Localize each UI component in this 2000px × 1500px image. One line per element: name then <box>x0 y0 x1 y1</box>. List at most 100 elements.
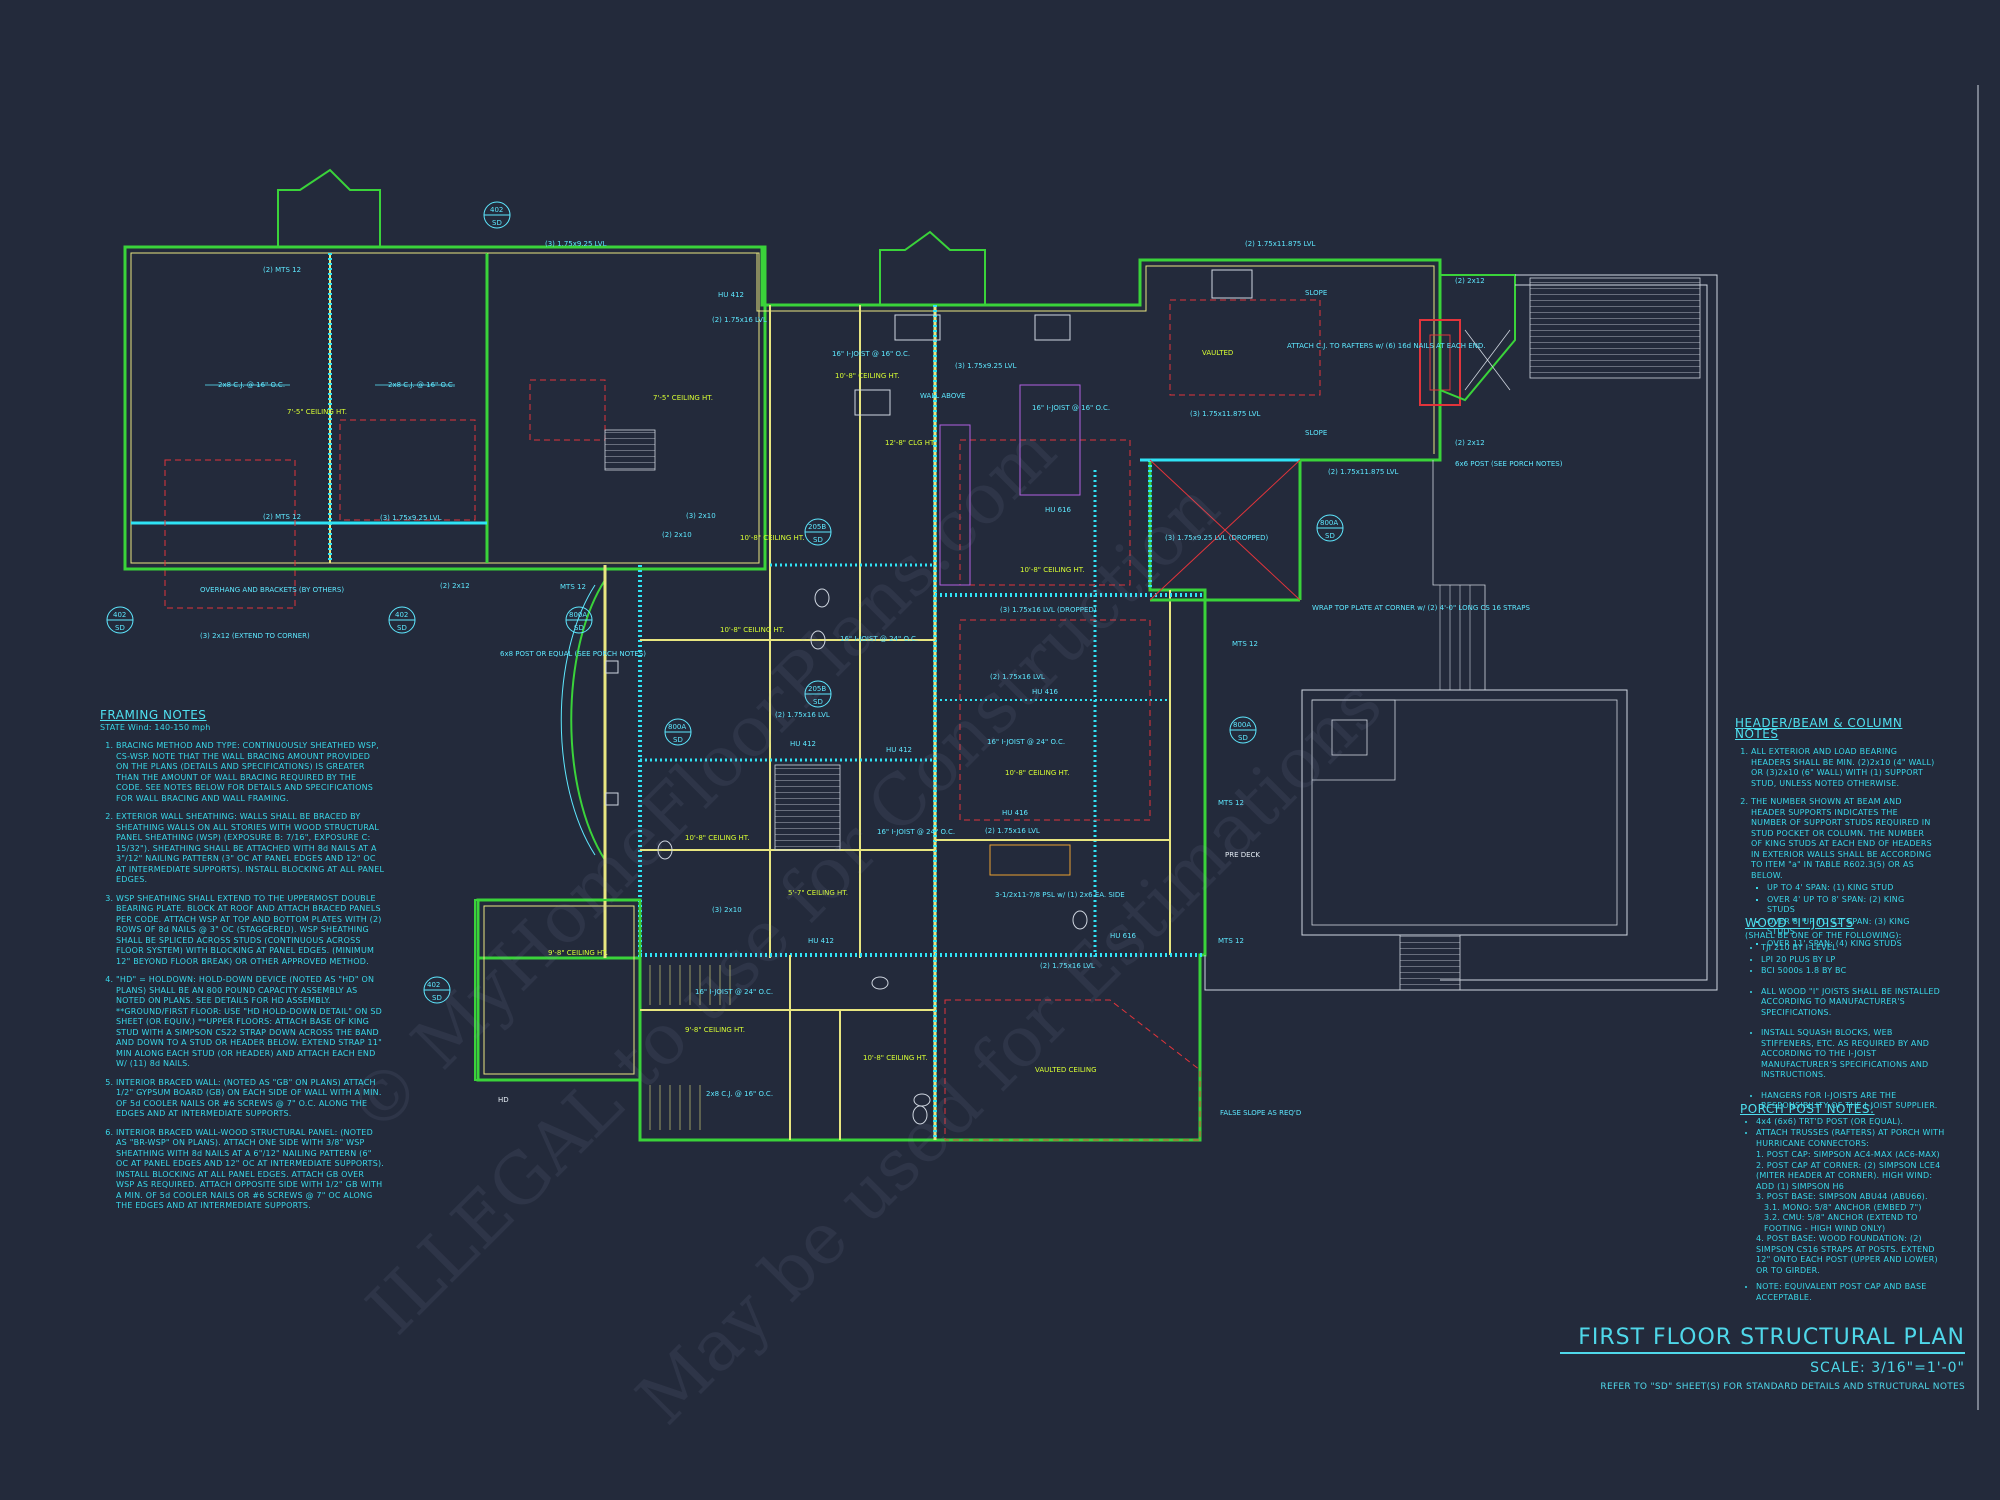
beam-label: (2) 1.75x16 LVL <box>1040 962 1095 970</box>
ceiling-label: 7'-5" CEILING HT. <box>653 394 713 402</box>
ceiling-label: 9'-8" CEILING HT. <box>548 949 608 957</box>
joist-option: BCI 5000s 1.8 BY BC <box>1761 966 1945 977</box>
hardware-label: HU 416 <box>1032 688 1059 696</box>
hardware-labels: (2) MTS 12 (2) MTS 12 HU 412 HU 616 HU 4… <box>263 266 1485 945</box>
joist-label: 16" I-JOIST @ 16" O.C. <box>1032 404 1110 412</box>
framing-notes-title: FRAMING NOTES <box>100 708 207 722</box>
ceiling-label: 10'-8" CEILING HT. <box>835 372 899 380</box>
porch-note: 4. POST BASE: WOOD FOUNDATION: (2) SIMPS… <box>1756 1234 1938 1275</box>
svg-text:800A: 800A <box>668 723 686 731</box>
hardware-label: MTS 12 <box>560 583 586 591</box>
beam-label: (3) 1.75x16 LVL (DROPPED) <box>1000 606 1097 614</box>
porch-note: 2. POST CAP AT CORNER: (2) SIMPSON LCE4 … <box>1756 1160 1941 1191</box>
svg-text:SD: SD <box>432 994 442 1002</box>
joist-label: 16" I-JOIST @ 24" O.C. <box>877 828 955 836</box>
svg-text:SD: SD <box>813 536 823 544</box>
ceiling-label: 10'-8" CEILING HT. <box>740 534 804 542</box>
joist-option: TJI 210 BY I-LEVEL <box>1761 943 1945 954</box>
porch-note: 1. POST CAP: SIMPSON AC4-MAX (AC6-MAX) <box>1756 1150 1940 1159</box>
hardware-label: MTS 12 <box>1232 640 1258 648</box>
ceiling-label: 10'-8" CEILING HT. <box>685 834 749 842</box>
ceiling-label: 12'-8" CLG HT. <box>885 439 936 447</box>
beam-label: (3) 1.75x9.25 LVL <box>380 514 442 522</box>
svg-text:SD: SD <box>813 698 823 706</box>
joist-labels: 2x8 C.J. @ 16" O.C. 2x8 C.J. @ 16" O.C. … <box>218 350 1110 1098</box>
beam-label: (2) 1.75x16 LVL <box>712 316 767 324</box>
span-rule: UP TO 4' SPAN: (1) KING STUD <box>1767 883 1935 894</box>
framing-note: INTERIOR BRACED WALL: (NOTED AS "GB" ON … <box>116 1078 385 1120</box>
callout: (3) 2x12 (EXTEND TO CORNER) <box>200 632 310 640</box>
beam-label: (3) 1.75x11.875 LVL <box>1190 410 1261 418</box>
callouts: OVERHANG AND BRACKETS (BY OTHERS) (3) 2x… <box>200 289 1563 1117</box>
header-note: ALL EXTERIOR AND LOAD BEARING HEADERS SH… <box>1751 747 1935 789</box>
porch-note: ATTACH TRUSSES (RAFTERS) AT PORCH WITH H… <box>1756 1128 1945 1149</box>
svg-text:402: 402 <box>490 206 503 214</box>
porch-post-notes: PORCH POST NOTES: 4x4 (6x6) TRT'D POST (… <box>1740 1102 1945 1304</box>
framing-note: EXTERIOR WALL SHEATHING: WALLS SHALL BE … <box>116 812 385 886</box>
beam-label: (2) 1.75x11.875 LVL <box>1328 468 1399 476</box>
ceiling-label: VAULTED <box>1202 349 1233 357</box>
ceiling-label: 10'-8" CEILING HT. <box>720 626 784 634</box>
joist-note: HANGERS FOR I-JOISTS ARE THE RESPONSIBIL… <box>1761 1091 1945 1112</box>
svg-text:402: 402 <box>427 981 440 989</box>
joist-label: 2x8 C.J. @ 16" O.C. <box>706 1090 773 1098</box>
svg-text:SD: SD <box>1238 734 1248 742</box>
framing-note: INTERIOR BRACED WALL-WOOD STRUCTURAL PAN… <box>116 1128 385 1212</box>
porch-note: 3.2. CMU: 5/8" ANCHOR (EXTEND TO FOOTING… <box>1764 1213 1918 1233</box>
callout: 6x8 POST OR EQUAL (SEE PORCH NOTES) <box>500 650 646 658</box>
hardware-label: HU 412 <box>808 937 834 945</box>
ceiling-label: 9'-8" CEILING HT. <box>685 1026 745 1034</box>
span-rule: OVER 11' SPAN: (4) KING STUDS <box>1767 939 1935 950</box>
svg-text:SD: SD <box>115 624 125 632</box>
svg-text:402: 402 <box>113 611 126 619</box>
svg-text:SD: SD <box>397 624 407 632</box>
framing-notes: FRAMING NOTES STATE Wind: 140-150 mph BR… <box>100 708 385 1220</box>
beam-label: (3) 1.75x9.25 LVL <box>545 240 607 248</box>
porch-note: 3.1. MONO: 5/8" ANCHOR (EMBED 7") <box>1764 1202 1922 1212</box>
ceiling-label: 7'-5" CEILING HT. <box>287 408 347 416</box>
framing-note: WSP SHEATHING SHALL EXTEND TO THE UPPERM… <box>116 894 385 968</box>
porch-notes-title: PORCH POST NOTES: <box>1740 1102 1875 1116</box>
sheet-scale: SCALE: 3/16"=1'-0" <box>1810 1360 1965 1376</box>
header-note: THE NUMBER SHOWN AT BEAM AND HEADER SUPP… <box>1751 797 1935 949</box>
svg-text:SD: SD <box>574 624 584 632</box>
porch-note: NOTE: EQUIVALENT POST CAP AND BASE ACCEP… <box>1756 1282 1945 1303</box>
beam-label: (2) 1.75x16 LVL <box>990 673 1045 681</box>
framing-notes-subtitle: STATE Wind: 140-150 mph <box>100 722 211 732</box>
beam-label: (3) 1.75x9.25 LVL <box>955 362 1017 370</box>
deck-and-pool <box>1204 85 1979 1410</box>
svg-text:SD: SD <box>1325 532 1335 540</box>
hardware-label: (3) 2x10 <box>712 906 742 914</box>
header-note-text: THE NUMBER SHOWN AT BEAM AND HEADER SUPP… <box>1751 797 1932 880</box>
hardware-label: (2) MTS 12 <box>263 266 301 274</box>
hardware-label: (2) MTS 12 <box>263 513 301 521</box>
ceiling-labels: 7'-5" CEILING HT. 7'-5" CEILING HT. 10'-… <box>287 349 1233 1074</box>
hardware-label: (2) 2x12 <box>1455 277 1485 285</box>
hardware-label: HU 416 <box>1002 809 1029 817</box>
joist-notes: WOOD "I" JOISTS (SHALL BE ONE OF THE FOL… <box>1745 917 1945 1113</box>
hardware-label: (2) 2x10 <box>662 531 692 539</box>
callout: SLOPE <box>1305 289 1327 297</box>
hardware-label: HU 616 <box>1110 932 1137 940</box>
hardware-label: MTS 12 <box>1218 799 1244 807</box>
beam-label: (2) 1.75x16 LVL <box>985 827 1040 835</box>
hardware-label: HU 412 <box>790 740 816 748</box>
svg-text:402: 402 <box>395 611 408 619</box>
callout: 3-1/2x11-7/8 PSL w/ (1) 2x6 EA. SIDE <box>995 891 1125 899</box>
beam-labels: (3) 1.75x9.25 LVL (2) 1.75x11.875 LVL (2… <box>380 240 1399 970</box>
hardware-label: (2) 2x12 <box>440 582 470 590</box>
header-notes-title: HEADER/BEAM & COLUMN NOTES <box>1735 716 1903 741</box>
joist-label: 16" I-JOIST @ 24" O.C. <box>695 988 773 996</box>
ceiling-label: 10'-8" CEILING HT. <box>1020 566 1084 574</box>
porch-note: 3. POST BASE: SIMPSON ABU44 (ABU66). <box>1756 1192 1928 1201</box>
framing-note: "HD" = HOLDOWN: HOLD-DOWN DEVICE (NOTED … <box>116 975 385 1070</box>
joist-label: 16" I-JOIST @ 24" O.C. <box>987 738 1065 746</box>
joist-label: 2x8 C.J. @ 16" O.C. <box>388 381 455 389</box>
joist-label: 16" I-JOIST @ 16" O.C. <box>832 350 910 358</box>
callout: WRAP TOP PLATE AT CORNER w/ (2) 4'-0" LO… <box>1312 604 1530 612</box>
